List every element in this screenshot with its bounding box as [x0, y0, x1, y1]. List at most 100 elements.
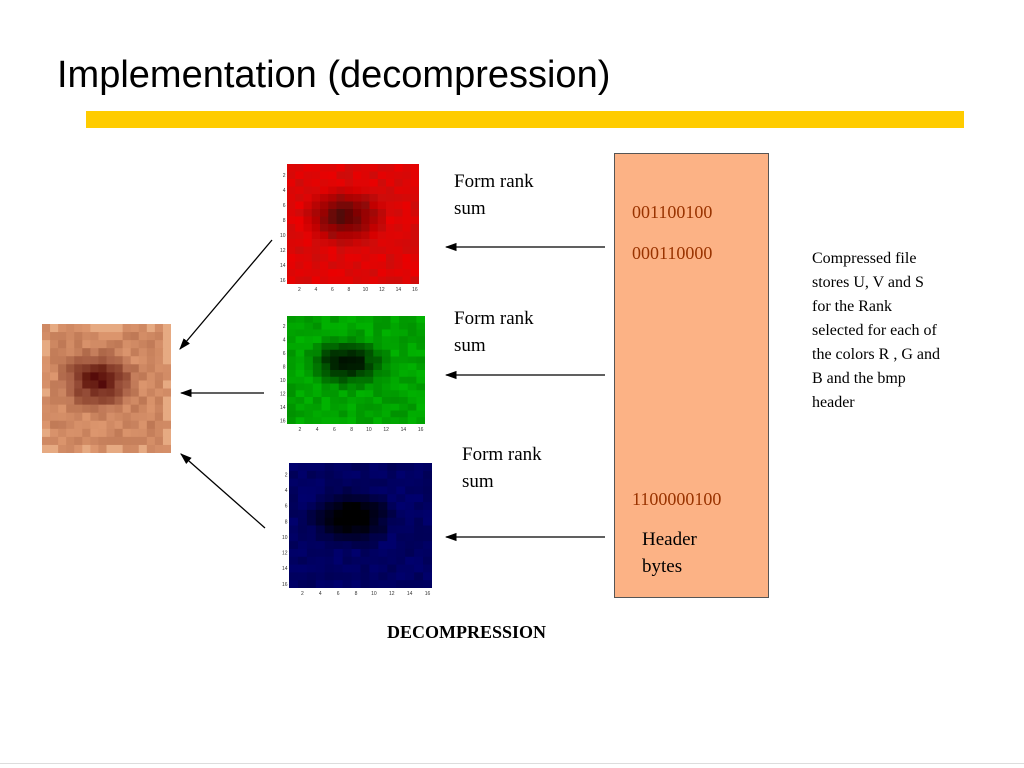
blue-channel-pixel [369, 541, 379, 550]
header-bytes-label: Header bytes [642, 529, 697, 577]
green-channel-pixel [321, 322, 331, 331]
red-channel-pixel [361, 194, 371, 203]
red-channel-pixel [402, 246, 412, 255]
blue-channel-pixel [423, 564, 432, 573]
blue-channel-pixel [289, 533, 299, 542]
green-channel-pixel [304, 390, 314, 398]
green-channel-pixel [330, 356, 340, 364]
reconstructed-image-pixel [122, 380, 132, 390]
red-channel-pixel [287, 276, 296, 284]
blue-channel-pixel [297, 502, 308, 511]
reconstructed-image-pixel [98, 404, 108, 414]
blue-channel-pixel [423, 580, 432, 588]
blue-channel-pixel [289, 470, 299, 480]
red-channel-pixel [320, 254, 329, 263]
red-channel-pixel [361, 186, 371, 195]
green-channel-pixel [347, 370, 357, 378]
red-channel-pixel [377, 216, 387, 225]
green-channel-pixel [287, 329, 297, 337]
red-channel-pixel [336, 239, 346, 248]
green-channel-pixel [407, 370, 417, 378]
reconstructed-image-pixels [42, 324, 171, 453]
red-channel-pixel [361, 239, 371, 248]
red-channel-pixel [328, 246, 338, 255]
reconstructed-image-pixel [58, 372, 67, 382]
blue-channel-pixel [405, 548, 415, 558]
green-channel-pixel [347, 316, 357, 324]
blue-channel-pixel [378, 548, 388, 558]
red-channel-pixel [410, 269, 419, 278]
green-channel-heatmap [287, 316, 425, 424]
red-channel-pixel [328, 239, 338, 248]
reconstructed-image-pixel [106, 444, 116, 453]
blue-channel-pixel [289, 517, 299, 527]
blue-channel-pixel [333, 486, 344, 495]
blue-channel-pixel [351, 486, 362, 495]
blue-channel-pixel [360, 502, 371, 511]
blue-channel-pixel [333, 580, 344, 588]
red-channel-pixel [320, 216, 329, 225]
green-channel-pixel [390, 329, 400, 337]
blue-channel-pixel [405, 502, 415, 511]
blue-channel-y-tick: 16 [282, 582, 288, 588]
red-channel-pixel [303, 269, 313, 278]
red-channel-pixel [336, 171, 346, 180]
blue-channel-pixel [387, 509, 397, 519]
reconstructed-image-pixel [130, 444, 140, 453]
red-channel-pixel [287, 261, 296, 270]
blue-channel-pixel [378, 533, 388, 542]
green-channel-pixel [416, 390, 425, 398]
green-channel-pixel [312, 417, 323, 424]
red-channel-pixel [287, 201, 296, 210]
reconstructed-image-pixel [154, 380, 164, 390]
reconstructed-image-pixel [162, 348, 171, 357]
reconstructed-image-pixel [74, 420, 83, 430]
green-channel-pixel [416, 322, 425, 331]
red-channel-pixel [353, 201, 362, 210]
reconstructed-image-pixel [98, 324, 108, 333]
green-channel-pixel [390, 316, 400, 324]
reconstructed-image-pixel [146, 348, 156, 357]
reconstructed-image-pixel [130, 356, 140, 365]
reconstructed-image-pixel [122, 404, 132, 414]
reconstructed-image-pixel [162, 332, 171, 341]
reconstructed-image-pixel [162, 340, 171, 349]
red-channel-pixel [410, 254, 419, 263]
decompression-caption: DECOMPRESSION [387, 622, 547, 642]
red-channel-pixel [328, 209, 338, 218]
red-channel-pixel [377, 276, 387, 284]
blue-channel-pixel [324, 502, 335, 511]
reconstructed-image-pixel [146, 332, 156, 341]
blue-channel-pixel [351, 470, 362, 480]
red-channel-pixel [394, 201, 404, 210]
blue-channel-pixel [289, 502, 299, 511]
blue-channel-pixel [369, 486, 379, 495]
reconstructed-image-pixel [114, 332, 124, 341]
green-channel-pixel [399, 356, 409, 364]
blue-channel-pixel [396, 580, 406, 588]
blue-channel-pixel [324, 470, 335, 480]
reconstructed-image-pixel [146, 340, 156, 349]
blue-channel-pixel [405, 517, 415, 527]
reconstructed-image-pixel [138, 420, 148, 430]
red-channel-pixel [320, 164, 329, 173]
blue-channel-pixel [333, 572, 344, 581]
red-channel-pixel [377, 269, 387, 278]
blue-channel-pixel [369, 533, 379, 542]
reconstructed-image-pixel [74, 444, 83, 453]
reconstructed-image-pixel [146, 356, 156, 365]
red-channel-pixel [386, 276, 395, 284]
reconstructed-image-pixel [82, 356, 91, 365]
blue-channel-pixel [396, 470, 406, 480]
reconstructed-image-pixel [98, 380, 108, 390]
green-channel-pixel [321, 336, 331, 344]
red-channel-pixel [295, 194, 305, 203]
green-form-rank-sum-label: Form rank sum [454, 308, 534, 356]
green-channel-pixel [373, 343, 383, 351]
reconstructed-image-pixel [138, 380, 148, 390]
red-channel-pixel [311, 171, 321, 180]
reconstructed-image-pixel [66, 404, 75, 414]
green-channel-pixel [373, 363, 383, 371]
reconstructed-image-pixel [146, 420, 156, 430]
blue-channel-pixel [315, 478, 326, 488]
